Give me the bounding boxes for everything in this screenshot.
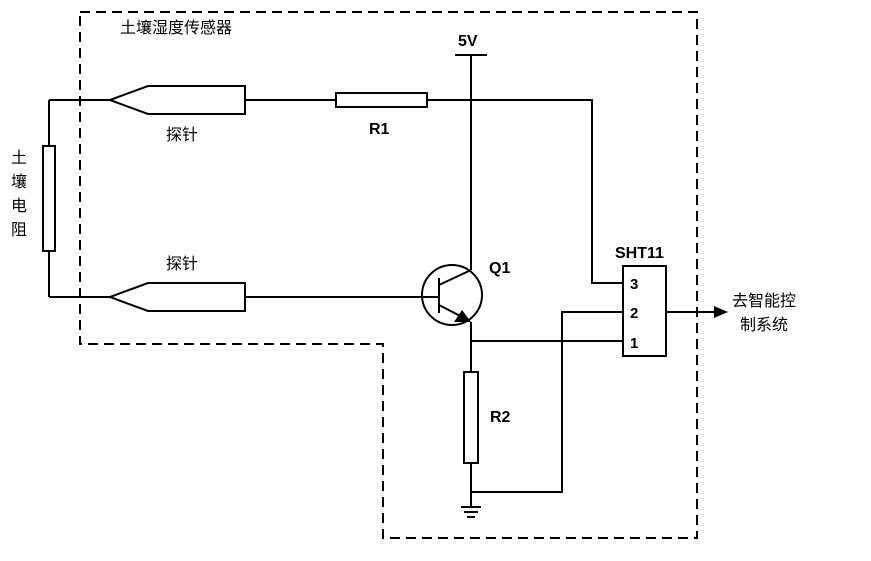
output-arrow-icon [714,306,728,318]
probe-top-label: 探针 [166,125,198,144]
sht11-pin-3: 3 [630,276,638,293]
probe-top [107,85,246,115]
soil-resistance-char-3: 电 [11,196,27,215]
ground-symbol [461,506,481,518]
r2-label: R2 [490,409,511,426]
soil-resistance-char-2: 壤 [11,172,27,191]
sensor-box-label: 土壤湿度传感器 [120,18,232,37]
output-label-line-2: 制系统 [740,315,788,334]
q1-label: Q1 [489,260,510,277]
sensor-boundary [79,11,698,539]
r1-label: R1 [369,121,390,138]
resistor-r1 [335,92,428,108]
probe-bottom [107,282,246,312]
soil-resistance [42,99,110,298]
probe-bottom-label: 探针 [166,254,198,273]
soil-resistance-label: 土 壤 电 阻 [11,148,27,239]
wire-r1-sht11-pin3 [427,99,623,284]
sht11-title: SHT11 [615,245,664,262]
soil-resistance-char-4: 阻 [11,220,27,239]
output-label-line-1: 去智能控 [732,291,796,310]
sht11-pin-1: 1 [630,335,638,352]
transistor-q1 [421,264,483,326]
sht11-chip [622,265,667,357]
resistor-r2 [463,371,479,464]
soil-resistance-char-1: 土 [11,148,27,167]
sht11-pin-2: 2 [630,305,638,322]
wire-ground-sht11-pin2 [471,311,623,493]
supply-label: 5V [458,33,478,50]
